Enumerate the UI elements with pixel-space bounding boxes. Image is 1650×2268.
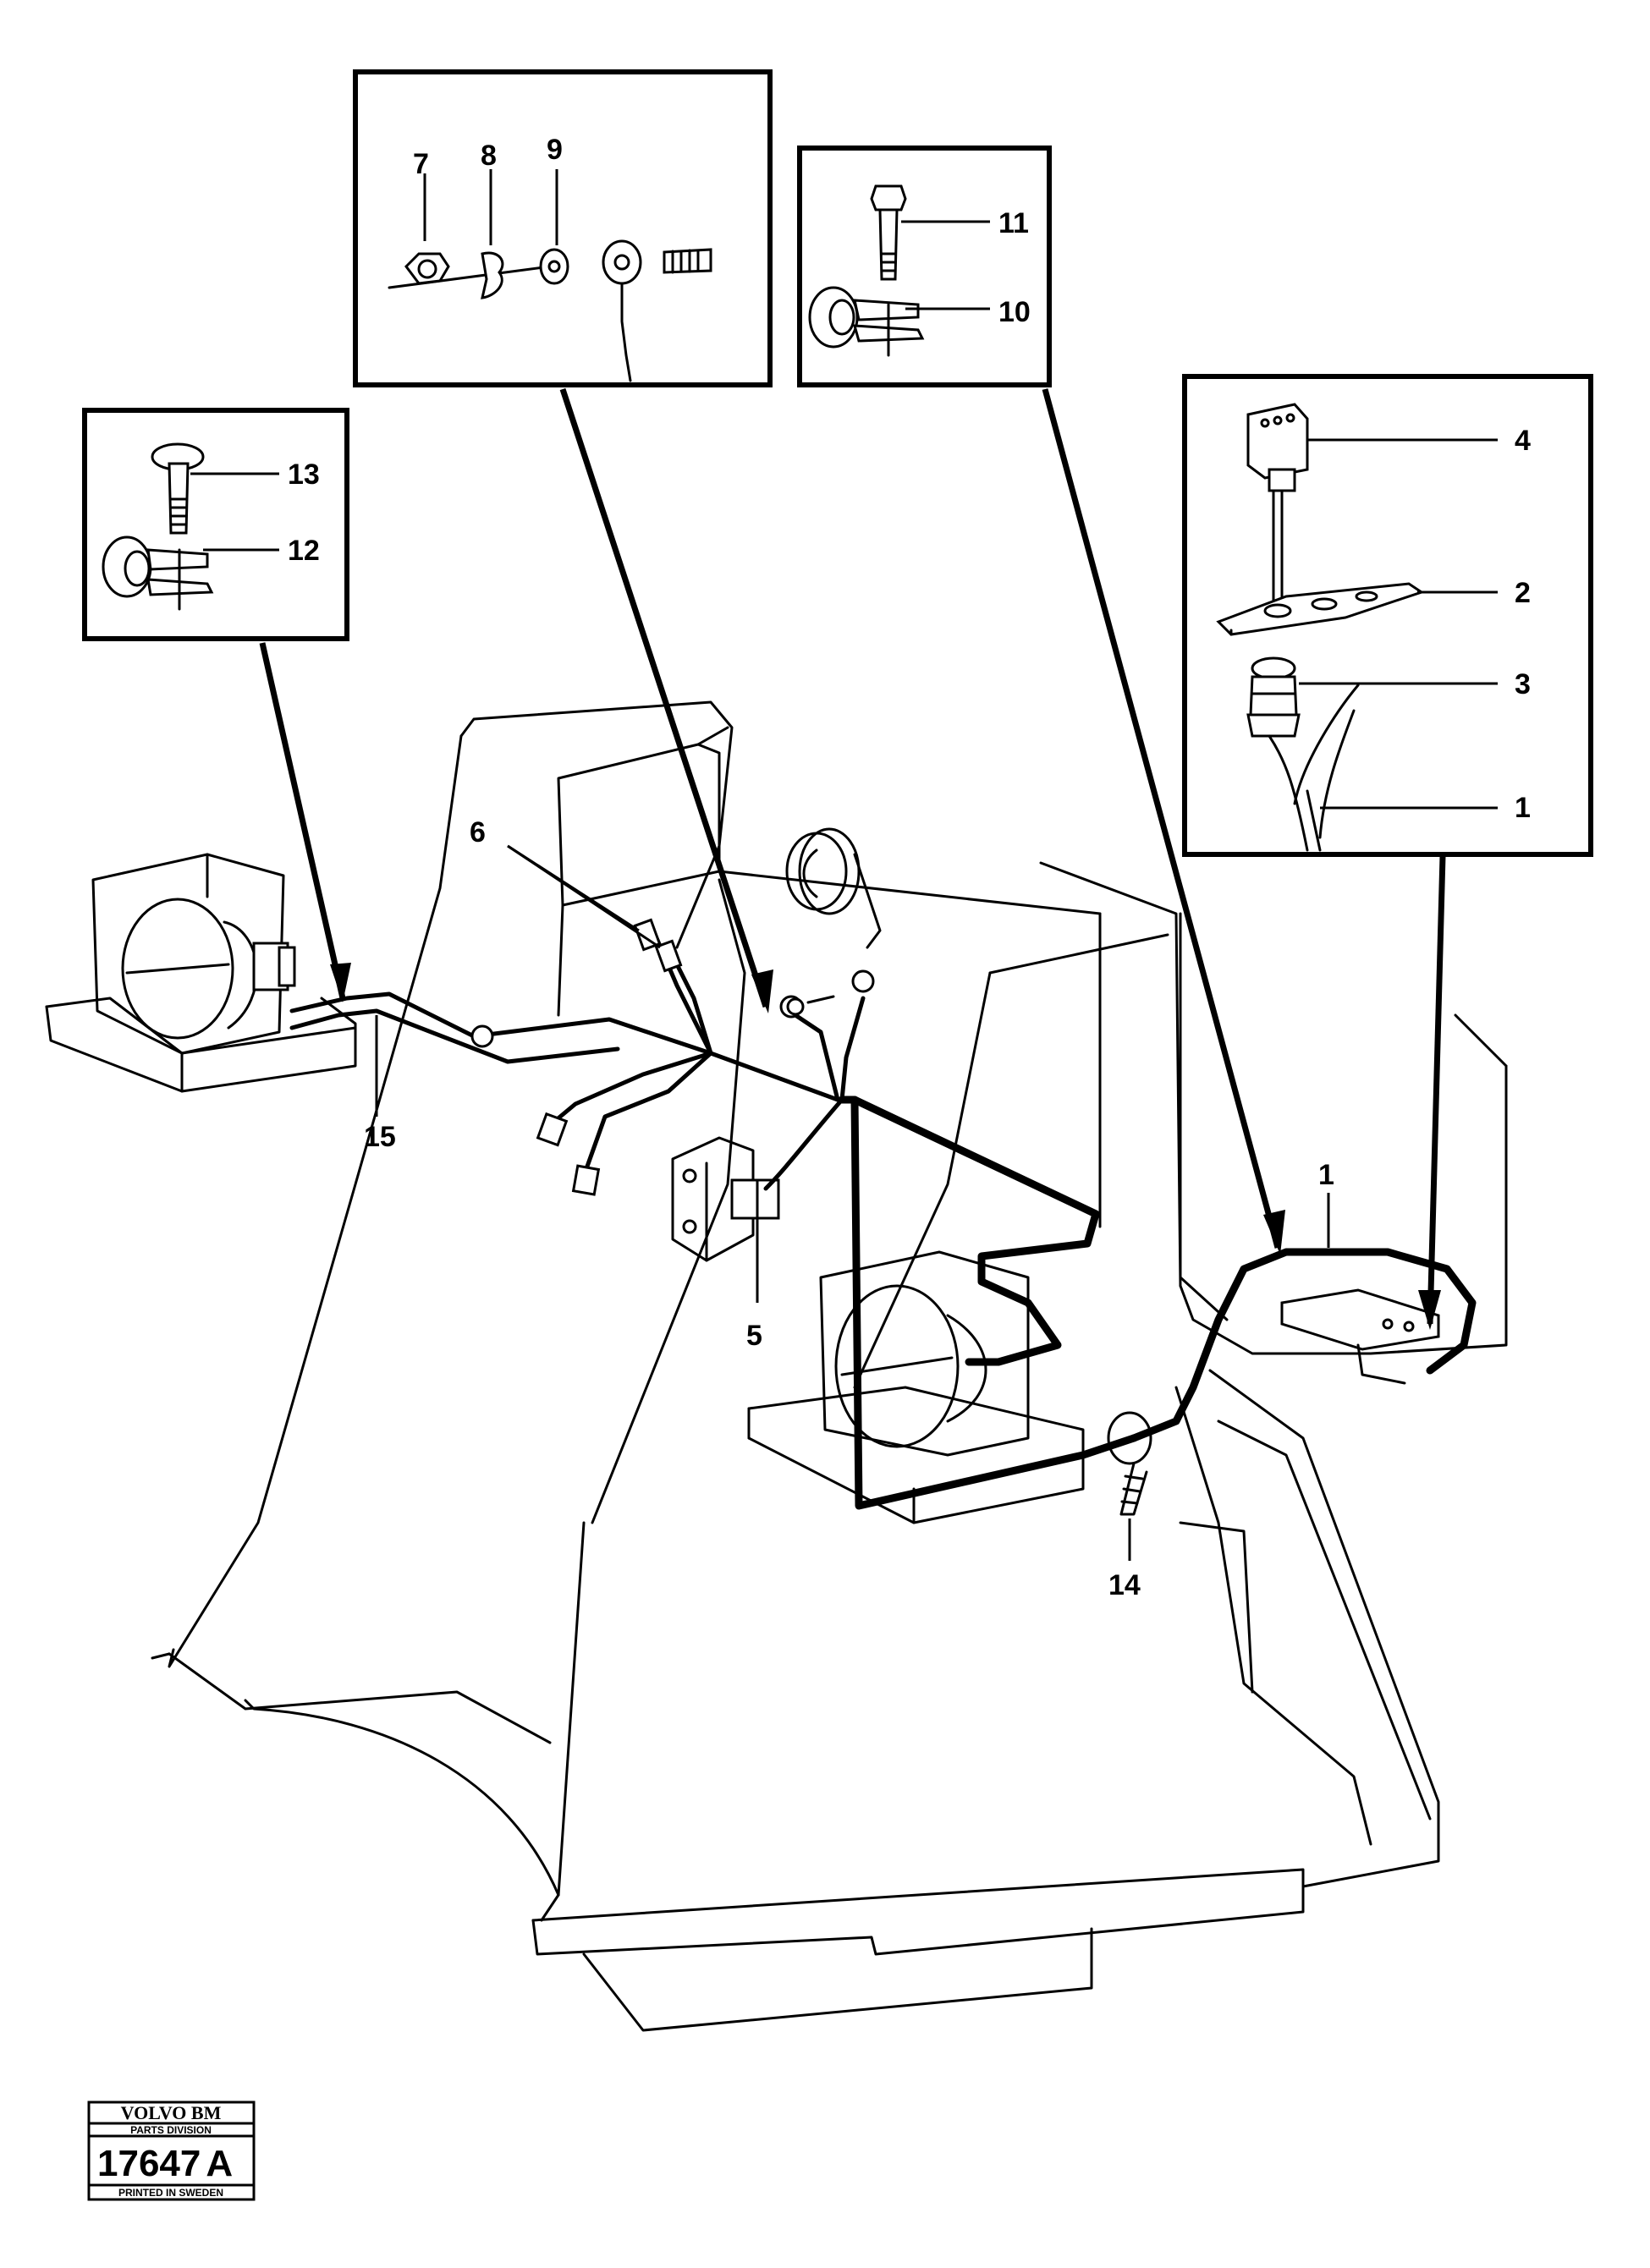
detail-box-screw-clip [82,408,349,641]
callout-11: 11 [998,207,1029,239]
callout-6: 6 [470,816,486,848]
callout-8: 8 [481,140,497,172]
detail-box-bolt-clip [797,146,1052,387]
callout-15: 15 [364,1121,396,1153]
callout-1-main: 1 [1318,1159,1334,1191]
detail-box-nut-washer [353,69,773,387]
cable-tie [1107,1411,1152,1516]
solenoid-block [671,1136,780,1262]
callout-10: 10 [998,296,1031,328]
callout-12: 12 [288,535,320,567]
stamp-division: PARTS DIVISION [130,2124,212,2136]
callout-9: 9 [547,134,563,166]
callout-14: 14 [1108,1569,1141,1601]
horn [785,827,882,949]
main-leaders [375,844,1330,1561]
callout-1-detail: 1 [1515,792,1531,824]
callout-13: 13 [288,459,320,491]
callout-numbers: 7 8 9 11 10 13 12 4 2 3 1 6 15 5 1 14 [288,134,1531,1601]
callout-2: 2 [1515,577,1531,609]
callout-4: 4 [1515,425,1531,457]
callout-5: 5 [746,1320,762,1352]
callout-3: 3 [1515,668,1531,700]
stamp-printed: PRINTED IN SWEDEN [118,2187,223,2199]
callout-7: 7 [413,148,429,180]
left-headlamp [91,853,296,1055]
centre-headlamp [747,1250,1085,1524]
detail-arrows [259,387,1446,1330]
wiring-harness [289,918,1477,1510]
machine-frame [45,700,1508,2032]
detail-box-sensor [1182,374,1593,857]
sensor-plate-assembly [1280,1288,1440,1385]
stamp-brand: VOLVO BM [121,2102,222,2123]
